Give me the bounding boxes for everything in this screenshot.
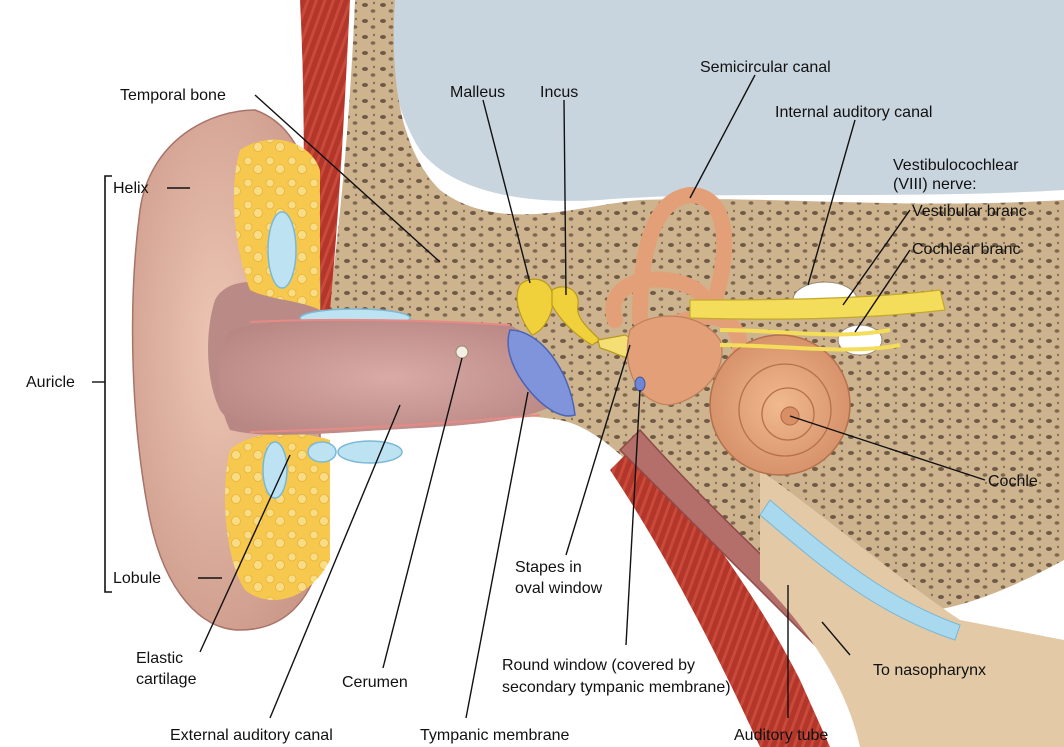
label-vestibular-branch: Vestibular branc: [912, 203, 1027, 220]
label-round-window-line2: secondary tympanic membrane): [502, 679, 731, 696]
label-elastic-cartilage-line1: Elastic: [136, 650, 183, 667]
cartilage-oval-5: [308, 442, 336, 462]
label-malleus: Malleus: [450, 84, 505, 101]
cartilage-oval-1: [268, 212, 296, 288]
cochlea-shape: [710, 335, 850, 475]
label-elastic-cartilage-line2: cartilage: [136, 671, 197, 688]
cerumen-speck: [456, 346, 468, 358]
label-cochlea: Cochle: [988, 473, 1038, 490]
label-cochlear-branch: Cochlear branc: [912, 241, 1021, 258]
label-to-nasopharynx: To nasopharynx: [873, 662, 986, 679]
label-temporal-bone: Temporal bone: [120, 87, 226, 104]
label-semicircular-canal: Semicircular canal: [700, 59, 831, 76]
label-cerumen: Cerumen: [342, 674, 408, 691]
label-vestibulocochlear-line1: Vestibulocochlear: [893, 157, 1019, 174]
label-auditory-tube: Auditory tube: [734, 727, 828, 744]
label-stapes-line2: oval window: [515, 580, 603, 597]
label-incus: Incus: [540, 84, 578, 101]
label-auricle: Auricle: [26, 374, 75, 391]
label-tympanic-membrane: Tympanic membrane: [420, 727, 569, 744]
round-window-shape: [635, 377, 645, 391]
label-lobule: Lobule: [113, 570, 161, 587]
auricle-bracket: [105, 176, 112, 592]
label-stapes-line1: Stapes in: [515, 559, 582, 576]
label-vestibulocochlear-line2: (VIII) nerve:: [893, 176, 977, 193]
label-external-auditory-canal: External auditory canal: [170, 727, 333, 744]
label-internal-auditory-canal: Internal auditory canal: [775, 104, 932, 121]
cartilage-oval-4: [338, 441, 402, 463]
label-round-window-line1: Round window (covered by: [502, 657, 695, 674]
label-helix: Helix: [113, 180, 149, 197]
